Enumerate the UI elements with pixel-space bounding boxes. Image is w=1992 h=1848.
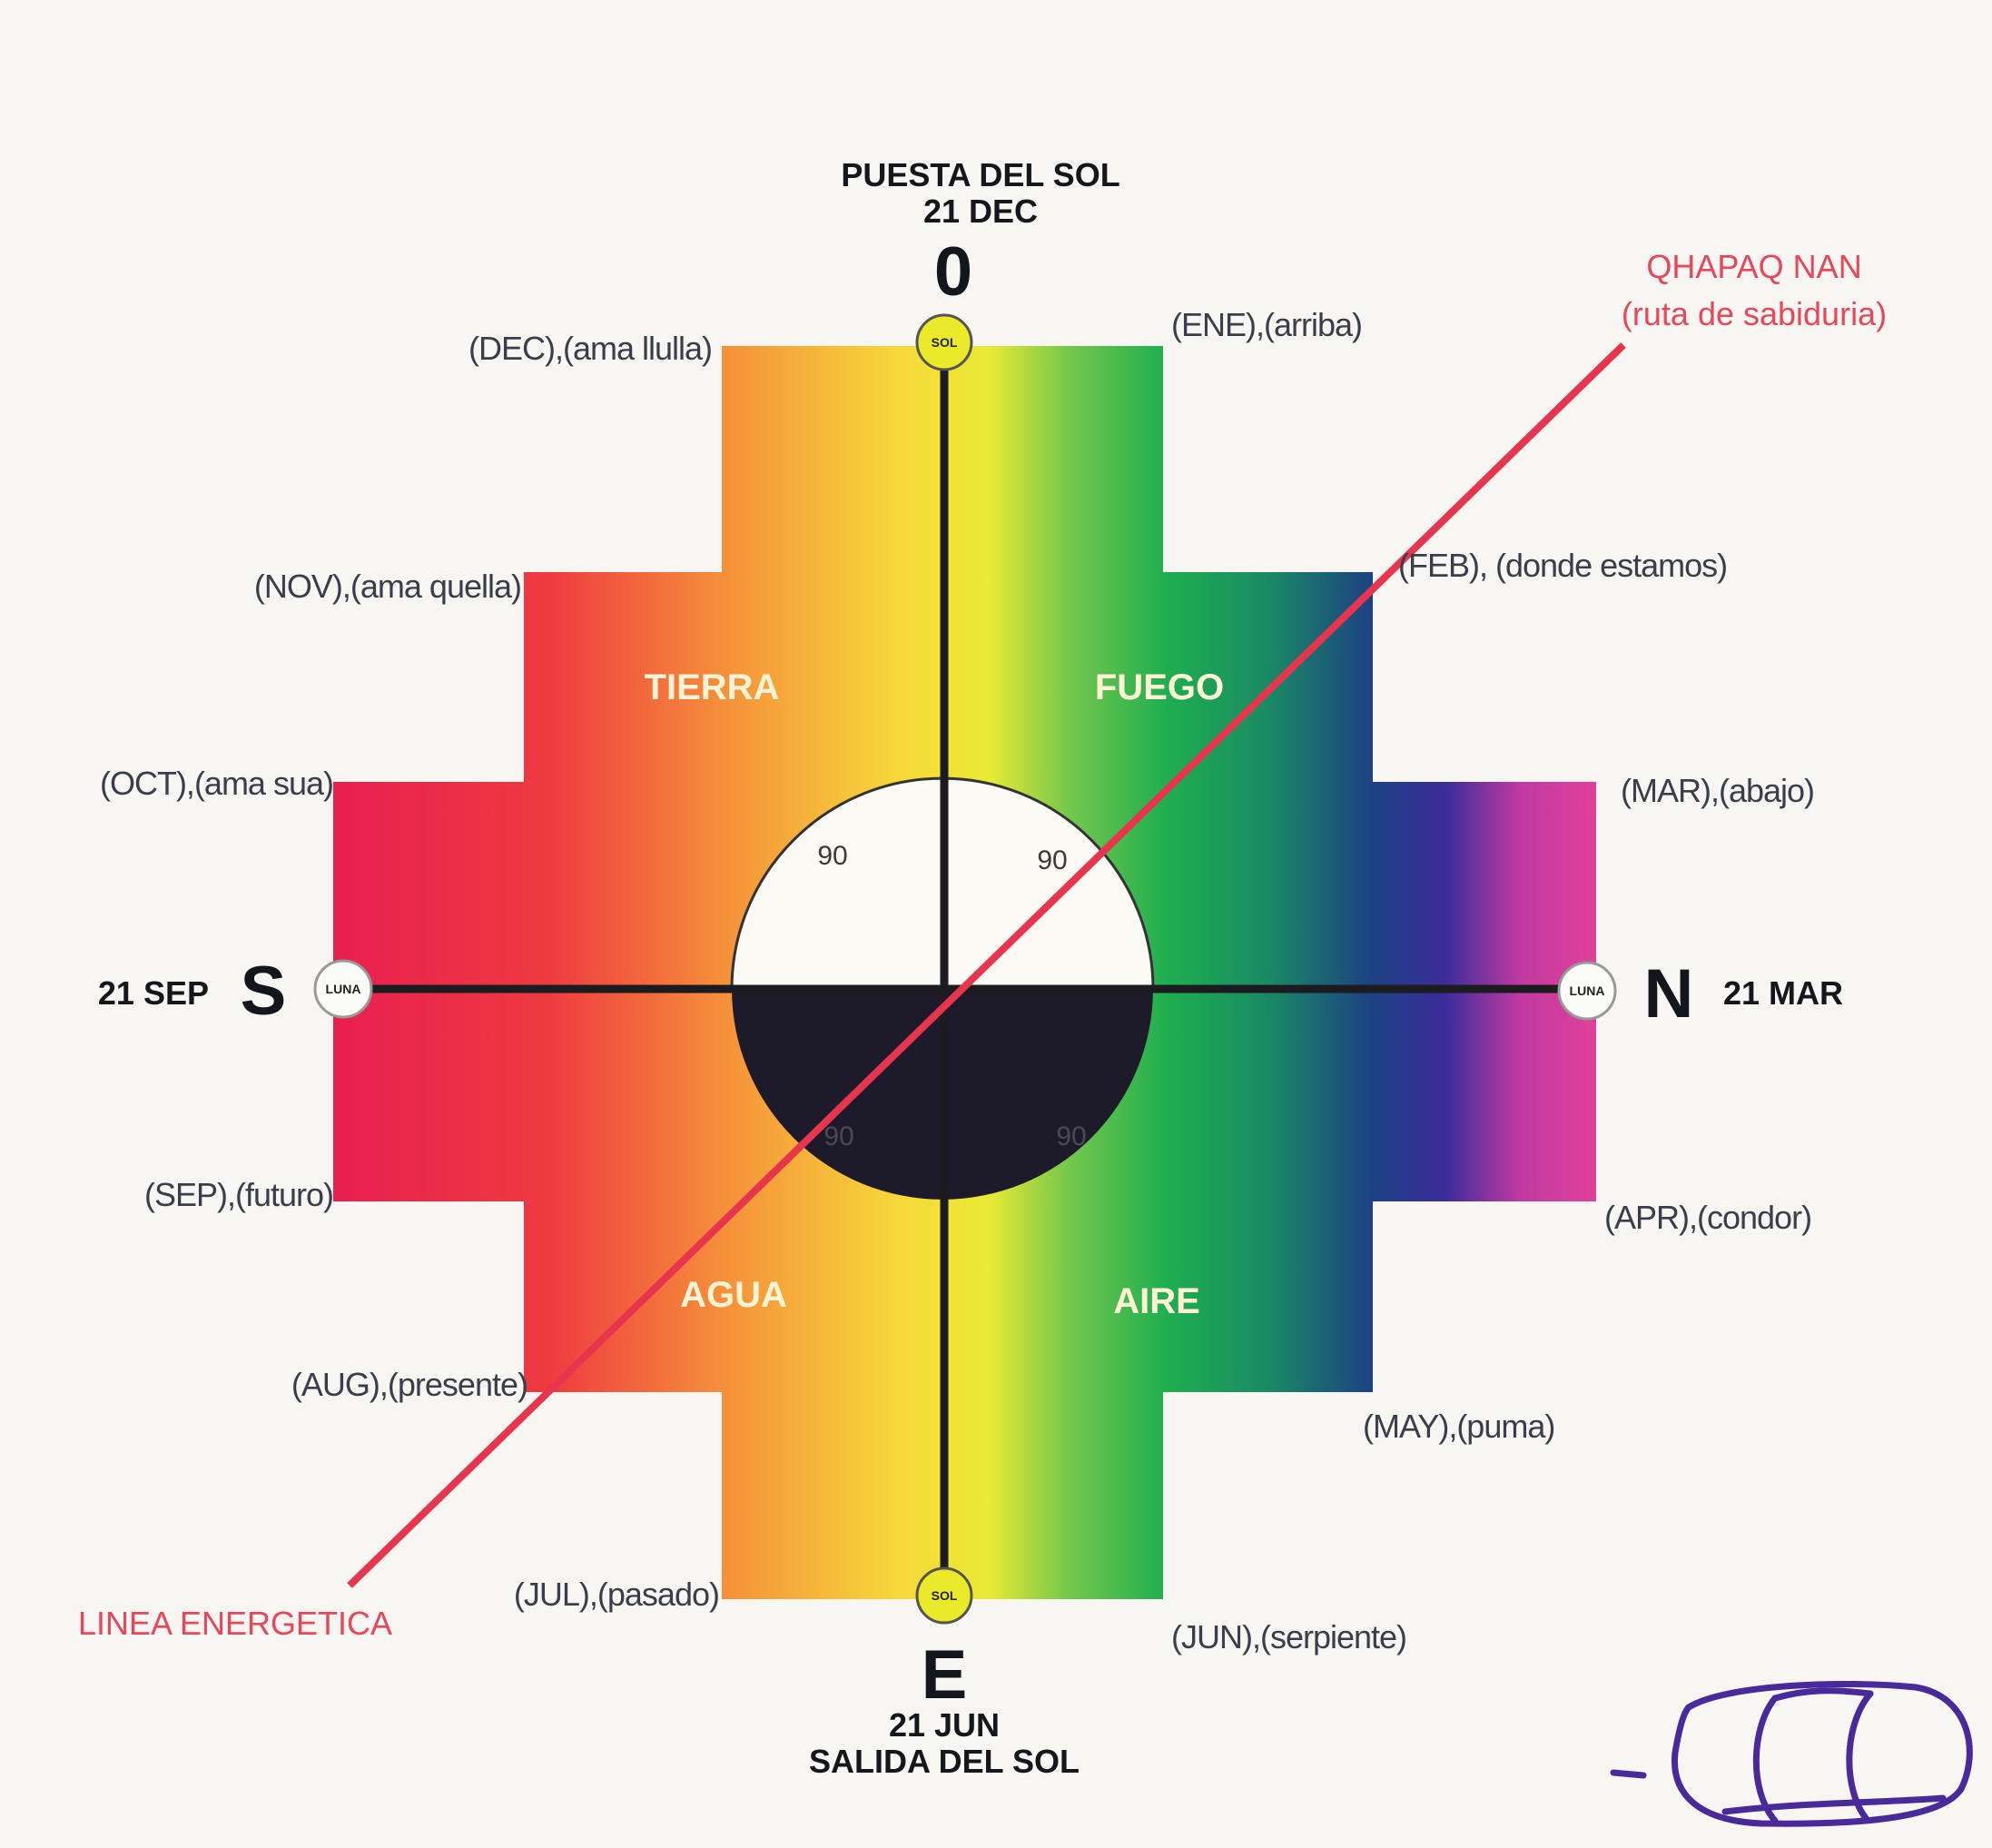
angle-label: 90 [817, 841, 847, 871]
month-label-feb: (FEB), (donde estamos) [1398, 547, 1727, 584]
month-label-mar: (MAR),(abajo) [1621, 772, 1814, 809]
qhapaq-nan-title: QHAPAQ NAN [1646, 248, 1861, 285]
month-label-apr: (APR),(condor) [1604, 1199, 1811, 1236]
sol-marker-top: SOL [915, 313, 973, 371]
linea-energetica-label: LINEA ENERGETICA [78, 1605, 392, 1642]
sol-marker-bottom: SOL [915, 1566, 973, 1625]
sol-label: SOL [932, 1588, 958, 1603]
puesta-del-sol-label: PUESTA DEL SOL [841, 156, 1119, 193]
month-label-aug: (AUG),(presente) [291, 1366, 528, 1403]
luna-marker-west: LUNA [313, 959, 373, 1019]
handwritten-signature [1610, 1680, 1973, 1827]
element-aire: AIRE [1113, 1281, 1200, 1321]
date-21-dec: 21 DEC [923, 193, 1038, 230]
salida-del-sol-label: SALIDA DEL SOL [809, 1743, 1080, 1780]
luna-label: LUNA [1570, 983, 1605, 998]
date-21-sep: 21 SEP [98, 974, 209, 1012]
element-fuego: FUEGO [1095, 667, 1224, 707]
date-21-mar: 21 MAR [1723, 974, 1843, 1012]
month-label-sep: (SEP),(futuro) [144, 1176, 333, 1213]
angle-label: 90 [1037, 845, 1067, 875]
west-letter: S [241, 953, 287, 1030]
angle-label: 90 [1056, 1122, 1086, 1151]
month-label-may: (MAY),(puma) [1363, 1408, 1554, 1445]
month-label-jun: (JUN),(serpiente) [1171, 1618, 1406, 1655]
month-label-oct: (OCT),(ama sua) [100, 765, 333, 802]
month-label-nov: (NOV),(ama quella) [254, 568, 521, 605]
top-letter: 0 [934, 233, 972, 311]
angle-label: 90 [823, 1122, 853, 1151]
bottom-letter: E [922, 1636, 968, 1714]
element-tierra: TIERRA [645, 667, 780, 707]
linea-energetica-line [347, 342, 1626, 1588]
sol-label: SOL [932, 335, 958, 350]
luna-marker-east: LUNA [1557, 961, 1617, 1021]
date-21-jun: 21 JUN [889, 1706, 1000, 1744]
month-label-jul: (JUL),(pasado) [514, 1576, 719, 1613]
element-agua: AGUA [680, 1275, 787, 1315]
luna-label: LUNA [326, 982, 361, 996]
month-label-dec: (DEC),(ama llulla) [468, 330, 712, 367]
east-letter: N [1644, 955, 1694, 1033]
month-label-ene: (ENE),(arriba) [1171, 306, 1362, 343]
qhapaq-nan-subtitle: (ruta de sabiduria) [1622, 295, 1887, 332]
